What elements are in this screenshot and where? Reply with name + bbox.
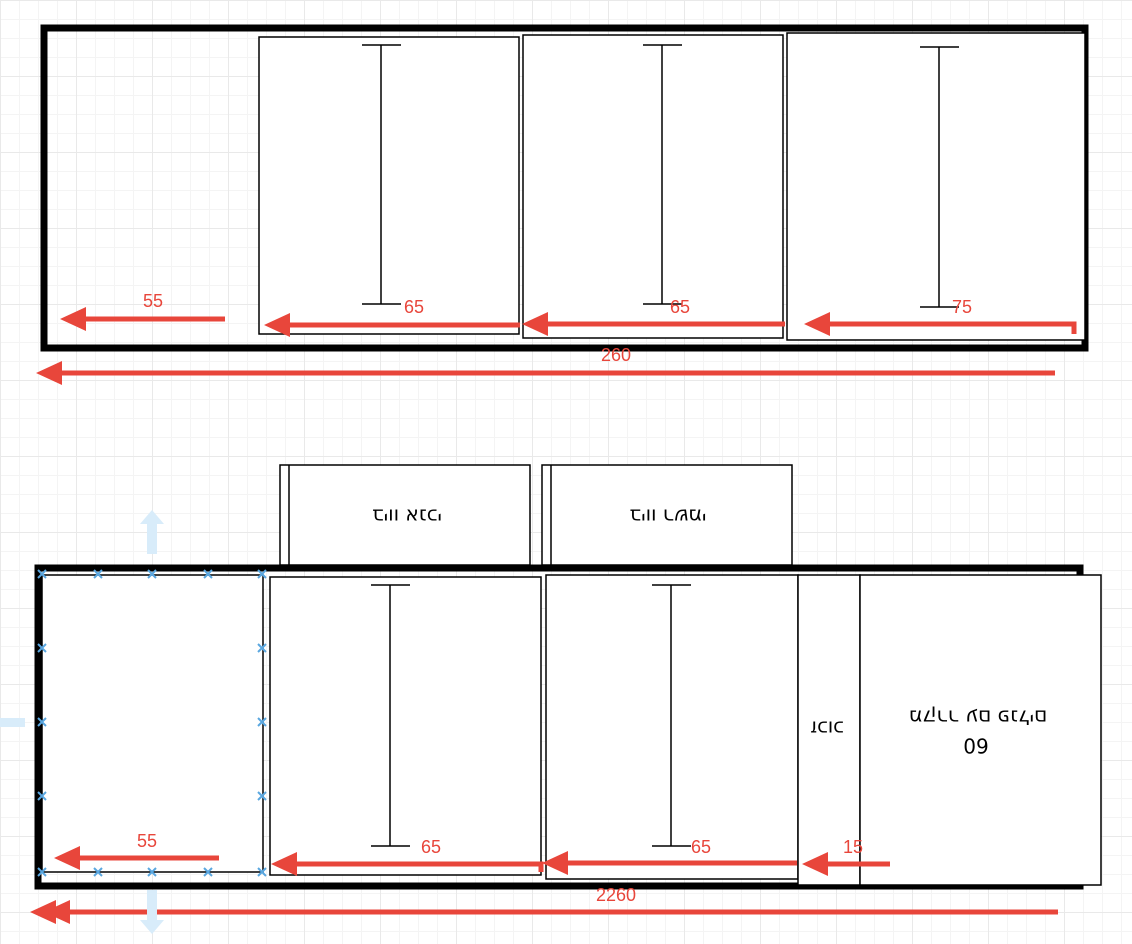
bottom-handle-2: [652, 584, 691, 847]
fridge-label-line2: 60: [963, 734, 988, 758]
bottom-cabinet-open-space[interactable]: [41, 574, 264, 873]
narrow-cabinet-label: זכוכ: [810, 717, 844, 741]
upper-unit-left[interactable]: [279, 464, 531, 566]
selection-handles[interactable]: [0, 510, 267, 934]
top-dimension-arrow-3[interactable]: [522, 312, 785, 336]
top-handle-2: [643, 44, 682, 305]
top-dimension-arrow-1[interactable]: [60, 307, 225, 331]
top-dimension-label-1: 55: [143, 291, 163, 311]
top-dimension-label-4: 75: [952, 297, 972, 317]
top-cabinet-door-2[interactable]: [522, 34, 784, 339]
bottom-cabinet-door-1[interactable]: [269, 576, 542, 876]
selection-markers: [37, 569, 267, 877]
bottom-dimension-label-1: 55: [137, 831, 157, 851]
bottom-layout: ביוו אנכי ביוו רשמי זכוכ מקרר עם פנלים 6…: [0, 464, 1102, 934]
top-dimension-arrow-4[interactable]: [804, 312, 1077, 336]
top-cabinet-door-1[interactable]: [258, 36, 520, 335]
top-total-arrow[interactable]: [36, 361, 1055, 385]
bottom-dimension-arrow-4[interactable]: [802, 852, 890, 876]
resize-down-handle[interactable]: [140, 890, 164, 934]
top-dimension-label-2: 65: [404, 297, 424, 317]
bottom-dimension-arrow-1[interactable]: [54, 846, 219, 870]
top-dimension-label-3: 65: [670, 297, 690, 317]
upper-unit-right-label: ביוו רשמי: [630, 505, 707, 529]
top-dimension-arrow-2[interactable]: [264, 313, 520, 337]
bottom-cabinet-door-2[interactable]: [545, 574, 799, 880]
bottom-dimension-label-2: 65: [421, 837, 441, 857]
bottom-dimension-arrow-2[interactable]: [271, 852, 544, 876]
bottom-fridge[interactable]: [859, 574, 1102, 886]
bottom-total-arrow[interactable]: [30, 900, 1058, 924]
top-layout: 55 65 65 75 260: [36, 24, 1089, 385]
upper-unit-left-label: ביוו אנכי: [372, 505, 442, 529]
bottom-dimension-label-4: 15: [843, 837, 863, 857]
top-total-label: 260: [601, 345, 631, 365]
fridge-label-line1: מקרר עם פנלים: [909, 706, 1047, 730]
bottom-handle-1: [371, 584, 410, 847]
bottom-total-label: 2260: [596, 885, 636, 905]
resize-up-handle[interactable]: [140, 510, 164, 554]
bottom-dimension-arrow-3[interactable]: [542, 851, 797, 875]
top-cabinet-door-3[interactable]: [786, 32, 1086, 341]
top-handle-1: [362, 44, 401, 305]
resize-left-handle[interactable]: [0, 718, 25, 727]
top-handle-3: [920, 46, 959, 308]
bottom-dimension-label-3: 65: [691, 837, 711, 857]
